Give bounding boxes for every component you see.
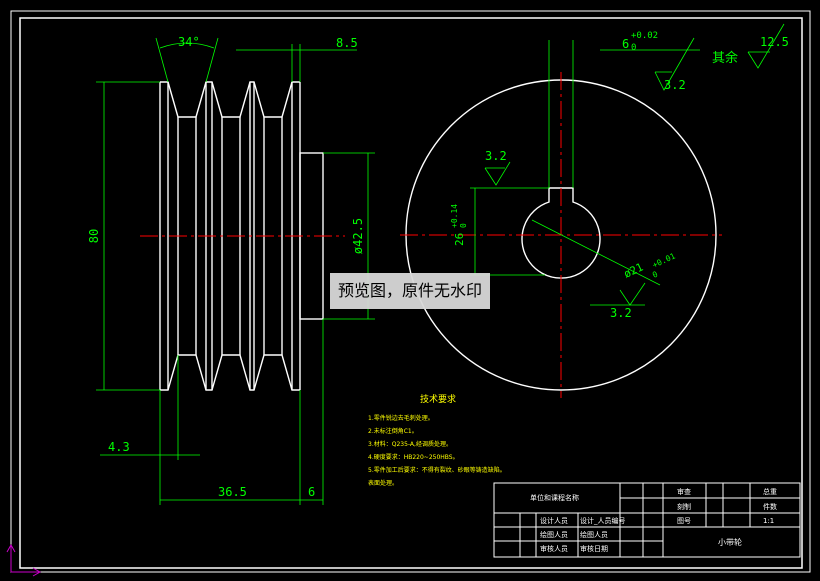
title-block: [493, 482, 801, 558]
bore-keyway: [521, 187, 601, 279]
ucs-icon: [6, 543, 42, 577]
dim-key-width: 6: [622, 37, 629, 51]
dim-groove-angle: 34°: [178, 35, 200, 49]
outer-frame: [10, 10, 811, 573]
dim-key-depth-tol-upper: +0.14: [450, 204, 459, 228]
tb-checker-value: 审核日期: [580, 544, 608, 553]
dim-hub-width: 6: [308, 485, 315, 499]
tb-designer-value: 设计_人员编号: [580, 516, 626, 525]
roughness-bore: 3.2: [610, 306, 632, 320]
dim-outer-diameter: 80: [87, 229, 101, 243]
tb-school: 单位和课程名称: [530, 493, 579, 502]
tb-r1-4: 总重: [763, 487, 777, 496]
dim-hub-diameter: ø42.5: [351, 218, 365, 254]
tb-r2-0: 刻制: [677, 502, 691, 511]
dim-hub-position: 36.5: [218, 485, 247, 499]
dim-key-width-tol-upper: +0.02: [631, 31, 658, 41]
tb-r1-0: 审查: [677, 487, 691, 496]
roughness-key-bottom: 3.2: [485, 149, 507, 163]
tb-r3-2: 1:1: [763, 517, 774, 525]
tb-drafter-value: 绘图人员: [580, 530, 608, 539]
roughness-general: 12.5: [760, 35, 789, 49]
front-dimensions: [470, 23, 785, 306]
inner-frame: [19, 17, 803, 569]
roughness-key-top: 3.2: [664, 78, 686, 92]
tb-r3-0: 图号: [677, 517, 691, 525]
dim-key-width-tol-lower: 0: [631, 43, 636, 53]
dim-groove-pitch: 8.5: [336, 36, 358, 50]
tb-designer-label: 设计人员: [540, 516, 568, 525]
tb-drafter-label: 绘图人员: [540, 530, 568, 539]
dim-bore-tol-lower: 0: [651, 270, 659, 280]
tb-checker-label: 审核人员: [540, 544, 568, 553]
tech-line: 表面处理。: [368, 479, 398, 487]
dim-bore-tol-upper: +0.01: [651, 251, 677, 269]
tech-line: 3.材料：Q235-A,经调质处理。: [368, 440, 452, 448]
tech-line: 5.零件加工后要求：不得有裂纹、砂眼等铸造缺陷。: [368, 466, 506, 474]
dim-key-depth-tol-lower: 0: [459, 223, 468, 228]
tb-part-name: 小带轮: [718, 537, 742, 547]
pulley-profile-bottom: [160, 354, 300, 391]
side-dimensions: [96, 37, 375, 505]
tech-line: 1.零件锐边去毛刺处理。: [368, 414, 434, 422]
tech-title: 技术要求: [420, 393, 456, 405]
pulley-profile-top: [160, 81, 300, 118]
dim-bore-diameter: ø21: [622, 261, 646, 281]
tb-r2-2: 件数: [763, 502, 777, 511]
tech-line: 2.未标注倒角C1。: [368, 427, 418, 435]
dim-left-offset: 4.3: [108, 440, 130, 454]
tech-line: 4.硬度要求：HB220~250HBS。: [368, 453, 459, 461]
watermark-label: 预览图，原件无水印: [330, 273, 490, 309]
roughness-general-label: 其余: [712, 50, 738, 66]
title-block-text: 单位和课程名称 审查 总重 刻制 件数 图号 1:1 设计人员 设计_人员编号 …: [530, 487, 777, 553]
dim-key-depth: 26: [453, 233, 466, 246]
